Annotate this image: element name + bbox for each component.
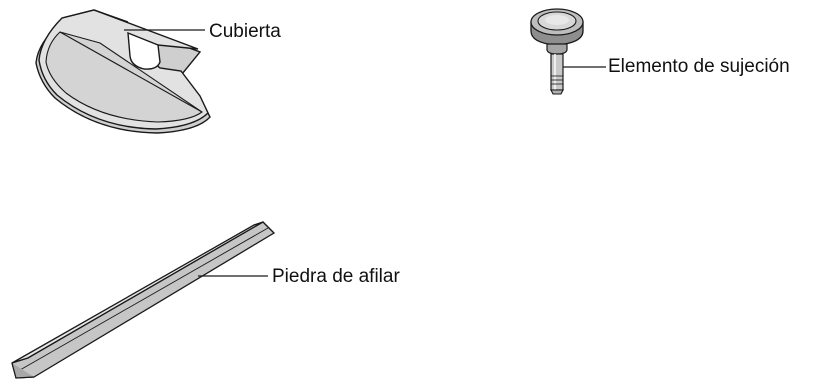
- sharpening-stone-label: Piedra de afilar: [272, 266, 400, 287]
- fastener-label: Elemento de sujeción: [608, 56, 790, 77]
- cover-label: Cubierta: [209, 21, 281, 42]
- sharpening-stone-part: [11, 221, 276, 379]
- cover-part: [35, 9, 211, 134]
- fastener-part: [530, 8, 584, 95]
